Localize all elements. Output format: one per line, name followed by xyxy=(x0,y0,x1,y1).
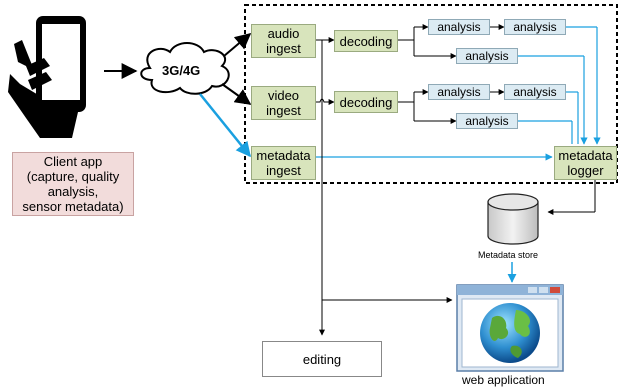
audio-analysis-2: analysis xyxy=(504,19,566,35)
editing-box: editing xyxy=(262,341,382,377)
audio-analysis-3: analysis xyxy=(456,48,518,64)
editing-label: editing xyxy=(302,351,342,367)
metadata-ingest-label: metadata ingest xyxy=(256,148,311,178)
audio-decoding-box: decoding xyxy=(334,30,398,52)
video-analysis-2-label: analysis xyxy=(513,85,557,99)
video-analysis-3-label: analysis xyxy=(465,114,509,128)
client-app-box: Client app (capture, quality analysis, s… xyxy=(12,152,134,216)
audio-ingest-box: audio ingest xyxy=(251,24,316,58)
database-icon xyxy=(487,193,539,245)
phone-hand-icon xyxy=(8,16,86,138)
video-decoding-label: decoding xyxy=(339,94,393,110)
audio-analysis-2-label: analysis xyxy=(513,20,557,34)
video-analysis-2: analysis xyxy=(504,84,566,100)
audio-decoding-label: decoding xyxy=(339,33,393,49)
web-application-label: web application xyxy=(462,373,545,387)
audio-analysis-1-label: analysis xyxy=(437,20,481,34)
video-analysis-1: analysis xyxy=(428,84,490,100)
audio-analysis-3-label: analysis xyxy=(465,49,509,63)
web-application-icon xyxy=(456,284,564,372)
audio-ingest-label: audio ingest xyxy=(266,26,301,56)
cloud-icon xyxy=(140,42,230,95)
client-app-label: Client app (capture, quality analysis, s… xyxy=(22,154,124,214)
metadata-logger-box: metadata logger xyxy=(554,146,617,180)
video-ingest-label: video ingest xyxy=(266,88,301,118)
video-analysis-1-label: analysis xyxy=(437,85,481,99)
metadata-store-label: Metadata store xyxy=(478,250,539,260)
metadata-ingest-box: metadata ingest xyxy=(251,146,316,180)
video-decoding-box: decoding xyxy=(334,91,398,113)
audio-analysis-1: analysis xyxy=(428,19,490,35)
network-label: 3G/4G xyxy=(162,63,201,78)
video-analysis-3: analysis xyxy=(456,113,518,129)
video-ingest-box: video ingest xyxy=(251,86,316,120)
metadata-logger-label: metadata logger xyxy=(558,148,613,178)
